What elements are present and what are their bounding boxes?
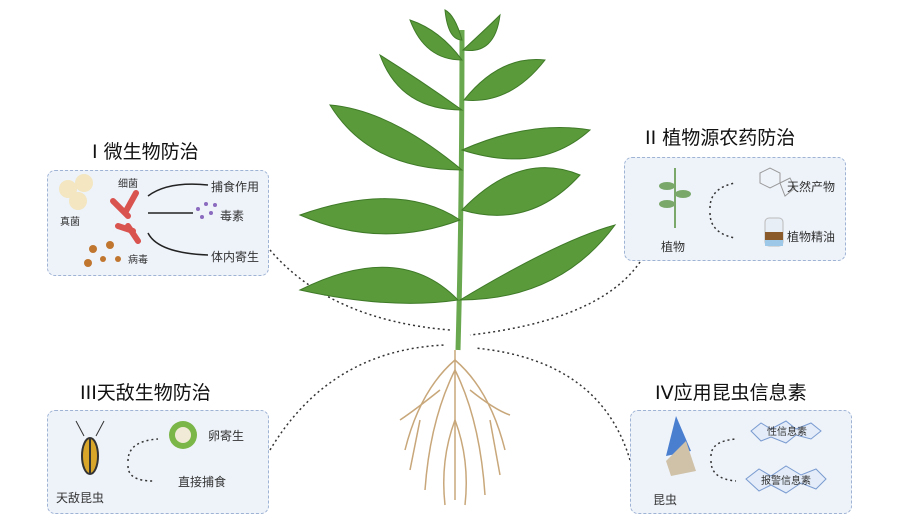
alarm-pheromone-label: 报警信息素 — [761, 476, 811, 487]
section-4-title: IV应用昆虫信息素 — [655, 382, 807, 404]
section-4-box: 昆虫 性信息素 报警信息素 — [630, 410, 852, 514]
plant-source-icons — [659, 167, 796, 247]
fungi-label: 真菌 — [60, 217, 80, 228]
arrows — [147, 183, 209, 256]
small-plant-icon — [659, 168, 691, 228]
predation-label: 捕食作用 — [211, 180, 260, 194]
microbe-icons — [59, 174, 217, 267]
egg-parasitism-label: 卵寄生 — [208, 429, 245, 443]
virus-label: 病毒 — [128, 255, 148, 266]
connector-lines — [269, 249, 641, 461]
pheromone-burst-icons — [745, 420, 827, 494]
egg-cluster-icon — [169, 421, 197, 449]
roots-icon — [399, 350, 511, 506]
parasitism-label: 体内寄生 — [211, 250, 260, 264]
insect-label: 昆虫 — [653, 493, 678, 507]
plant-label: 植物 — [661, 240, 686, 254]
toxin-label: 毒素 — [220, 209, 245, 223]
virus-icon — [84, 241, 121, 267]
natural-enemy-icons — [75, 420, 197, 482]
essential-oil-label: 植物精油 — [787, 230, 836, 244]
bacteria-icon — [110, 190, 141, 244]
leaves-icon — [298, 9, 617, 351]
section-3-box: 天敌昆虫 卵寄生 直接捕食 — [47, 410, 269, 514]
section-1-title: I 微生物防治 — [92, 141, 199, 163]
oil-bottle-icon — [764, 217, 784, 247]
section-2-title: II 植物源农药防治 — [645, 127, 796, 149]
bacteria-label: 细菌 — [118, 179, 138, 190]
molecule-icon — [759, 167, 796, 197]
section-2-box: 植物 天然产物 植物精油 — [624, 157, 846, 261]
pheromone-icons — [666, 416, 827, 494]
beetle-icon — [75, 420, 105, 475]
sex-pheromone-label: 性信息素 — [767, 427, 807, 438]
butterfly-icon — [666, 416, 696, 476]
toxin-icon — [196, 202, 217, 219]
section-3-title: III天敌生物防治 — [80, 382, 211, 404]
direct-predation-label: 直接捕食 — [178, 475, 227, 489]
natural-product-label: 天然产物 — [787, 180, 836, 194]
section-1-box: 细菌 真菌 病毒 捕食作用 毒素 体内寄生 — [47, 170, 269, 276]
natural-enemy-insect-label: 天敌昆虫 — [56, 491, 105, 505]
